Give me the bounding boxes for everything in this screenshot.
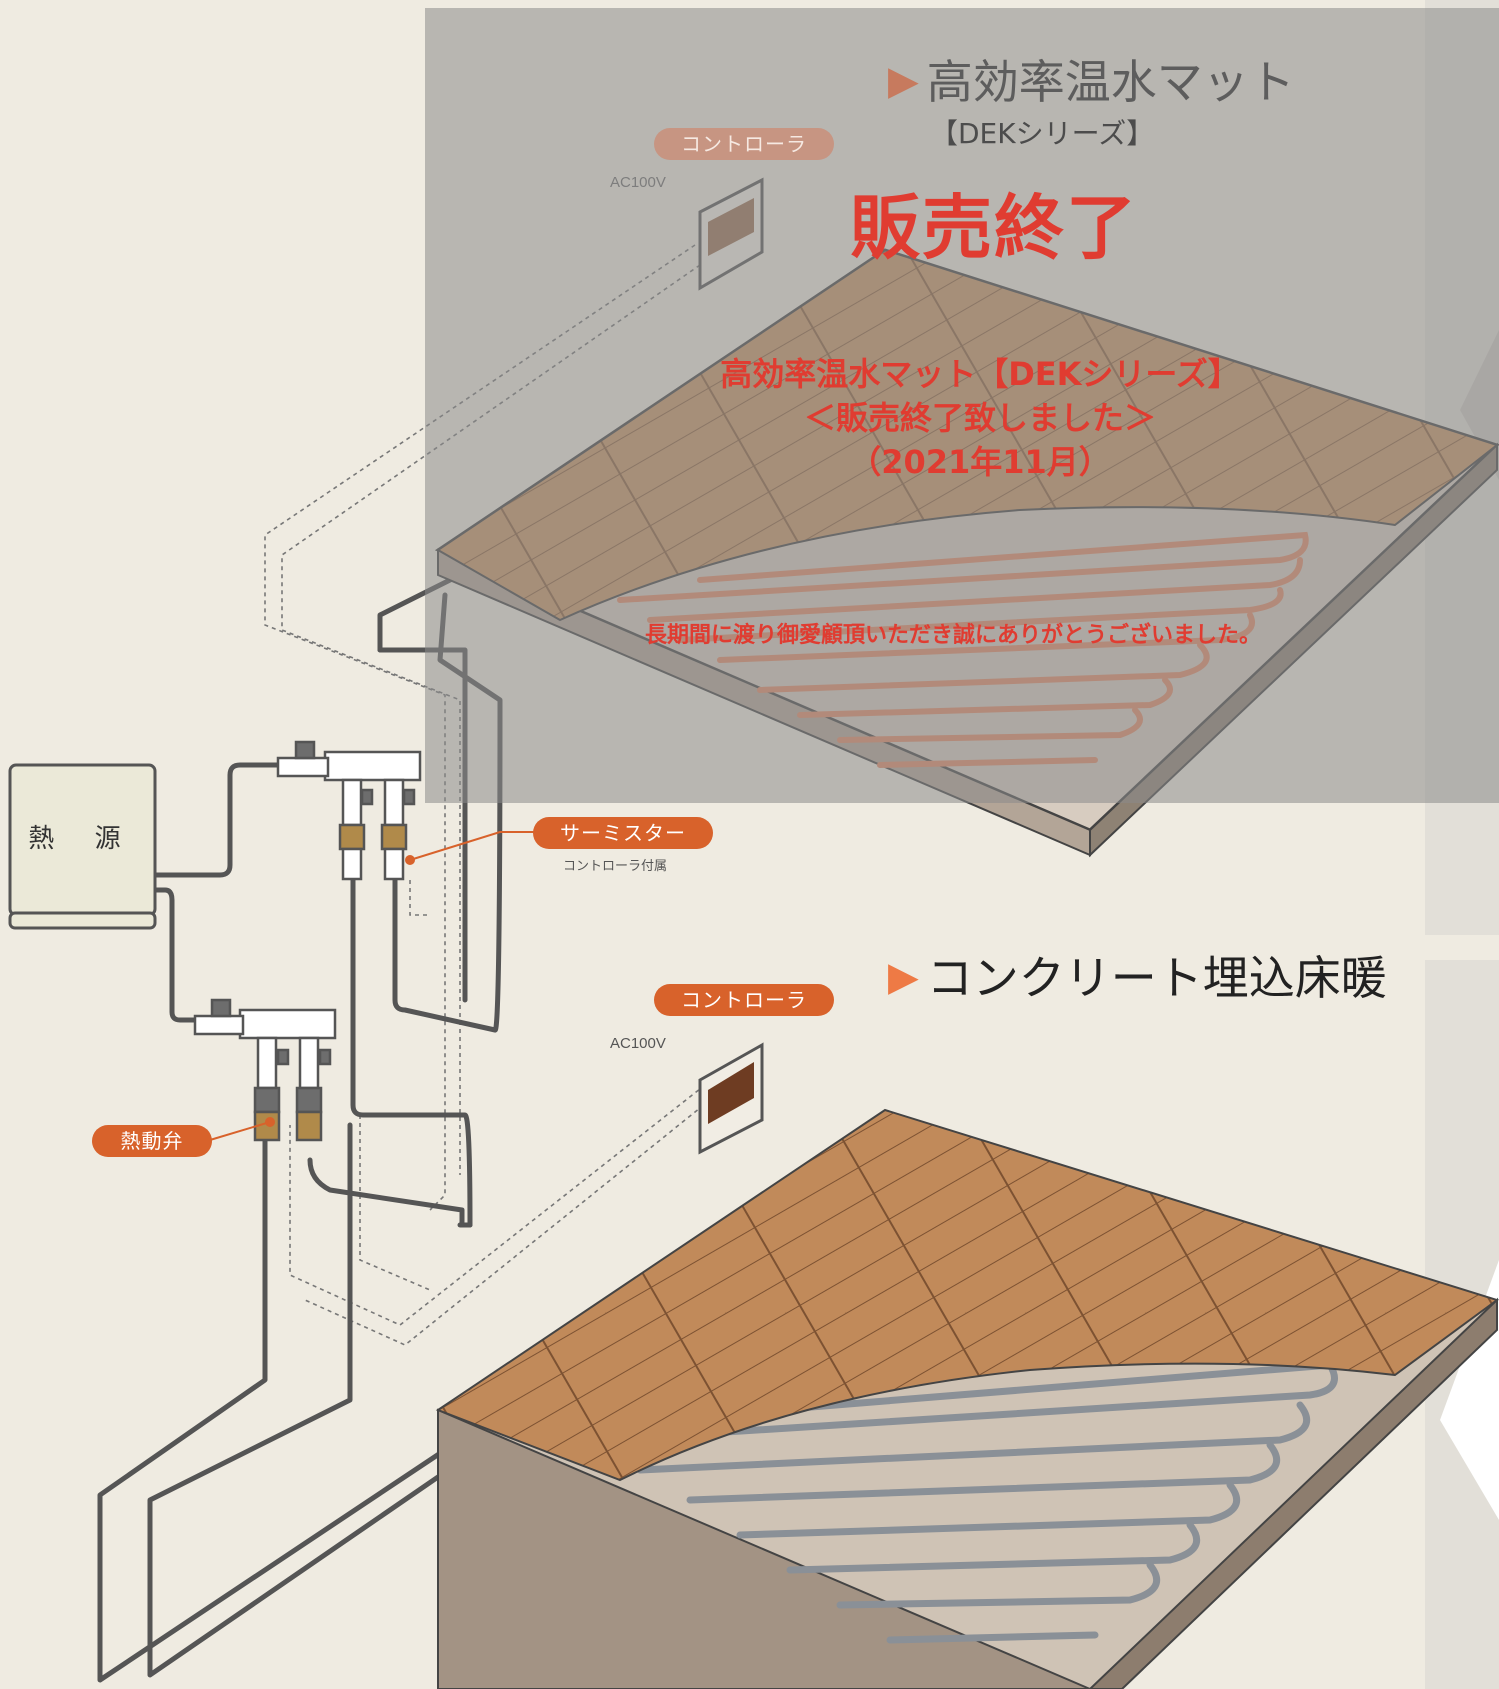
notice-line: ＜販売終了致しました＞ <box>803 399 1156 437</box>
discontinued-notice: 高効率温水マット【DEKシリーズ】 ＜販売終了致しました＞ （2021年11月） <box>640 352 1320 484</box>
heat-source-box <box>8 763 157 930</box>
concrete-section-title: ▶コンクリート埋込床暖 <box>888 951 1387 1005</box>
thermal-valve-badge: 熱動弁 <box>92 1125 212 1157</box>
discontinued-overlay <box>425 8 1499 803</box>
triangle-icon: ▶ <box>888 58 919 104</box>
upper-manifold <box>276 740 422 881</box>
dek-section-subtitle: 【DEKシリーズ】 <box>930 117 1155 150</box>
thermistor-note: コントローラ付属 <box>563 858 668 873</box>
concrete-controller-badge: コントローラ <box>654 984 834 1016</box>
controller-wiring <box>264 244 711 1346</box>
piping <box>97 572 503 1683</box>
concrete-floor <box>435 1108 1499 1689</box>
dek-controller-badge: コントローラ <box>654 128 834 160</box>
heat-source-label: 熱 源 <box>28 824 137 854</box>
callout-lines <box>209 831 535 1141</box>
triangle-icon: ▶ <box>888 954 919 1000</box>
concrete-power-label: AC100V <box>610 1035 666 1052</box>
notice-line: 高効率温水マット【DEKシリーズ】 <box>720 355 1240 393</box>
notice-line: （2021年11月） <box>849 443 1111 481</box>
dek-power-label: AC100V <box>610 174 666 191</box>
thanks-message: 長期間に渡り御愛顧頂いただき誠にありがとうございました。 <box>645 623 1262 648</box>
thermistor-badge: サーミスター <box>533 817 713 849</box>
lower-manifold <box>193 998 337 1142</box>
concrete-controller <box>698 1042 764 1155</box>
discontinued-status: 販売終了 <box>850 187 1138 269</box>
dek-section-title: ▶高効率温水マット <box>888 55 1295 109</box>
